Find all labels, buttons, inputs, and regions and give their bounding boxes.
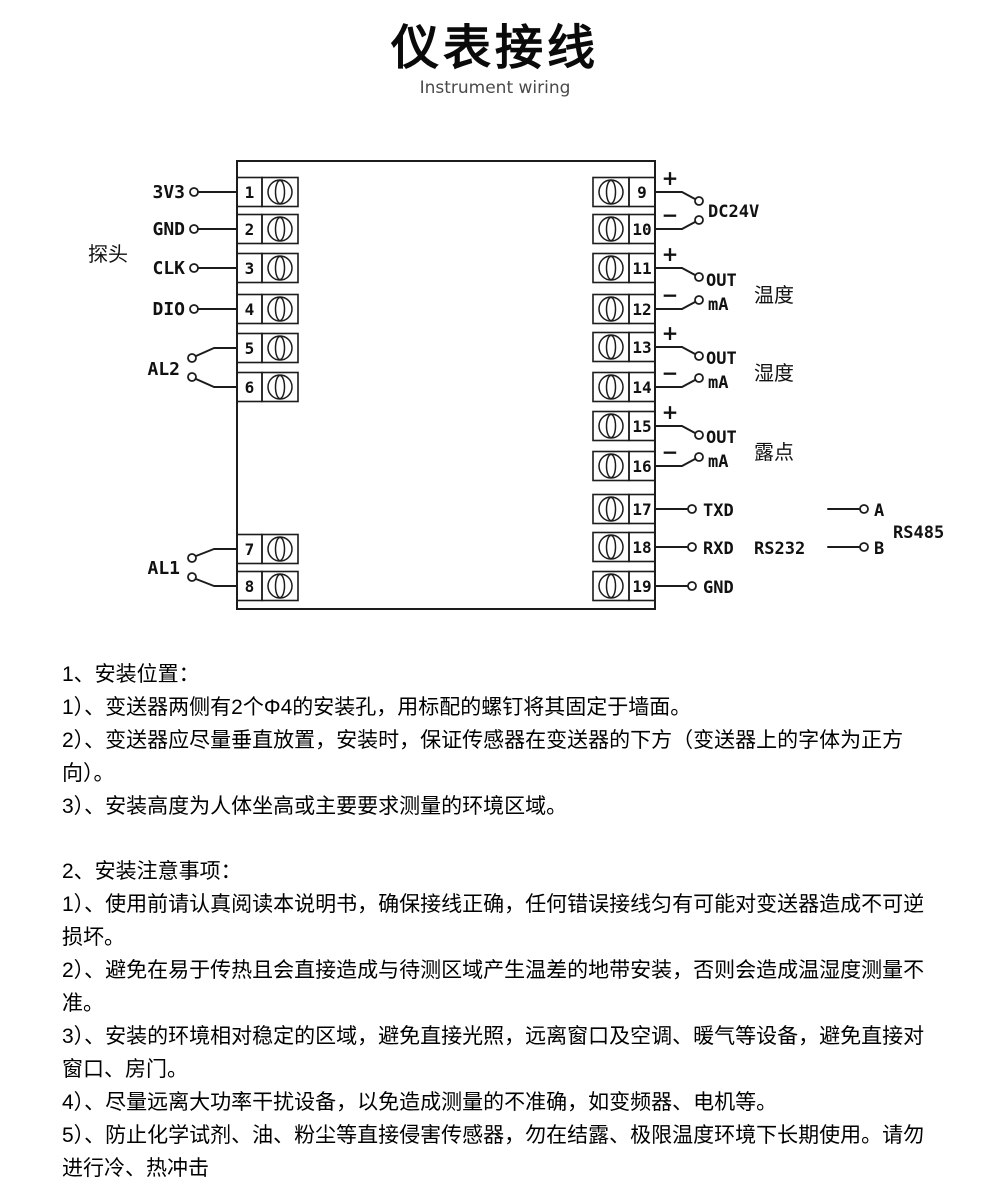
instruction-item: 2）、避免在易于传热且会直接造成与待测区域产生温差的地带安装，否则会造成温湿度测… (62, 958, 925, 1015)
instruction-item: 3）、安装高度为人体坐高或主要要求测量的环境区域。 (62, 794, 568, 818)
out-temperature-wires: + − OUT mA 温度 (654, 242, 794, 315)
terminal-18: 18 (592, 531, 656, 563)
pin-label-al1: AL1 (147, 558, 180, 579)
terminal-19: 19 (592, 570, 656, 602)
instruction-item: 1）、使用前请认真阅读本说明书，确保接线正确，任何错误接线匀有可能对变送器造成不… (62, 892, 925, 949)
terminal-number: 19 (632, 577, 651, 596)
terminal-16: 16 (592, 450, 656, 482)
terminal-number: 2 (245, 220, 255, 239)
instruction-item: 4）、尽量远离大功率干扰设备，以免造成测量的不准确，如变频器、电机等。 (62, 1090, 778, 1114)
polarity-minus: − (662, 203, 679, 227)
label-rs485: RS485 (893, 523, 944, 543)
polarity-plus: + (662, 166, 679, 190)
al2-wires: AL2 (147, 346, 238, 388)
out-humidity-wires: + − OUT mA 湿度 (654, 321, 794, 393)
terminal-number: 4 (245, 300, 255, 319)
label-temperature: 温度 (754, 283, 794, 307)
terminal-1: 1 (236, 176, 299, 208)
label-b: B (874, 539, 884, 559)
section-1-heading: 1、安装位置： (62, 662, 200, 686)
label-out: OUT (706, 349, 737, 369)
installation-instructions: 1、安装位置： 1）、变送器两侧有2个Φ4的安装孔，用标配的螺钉将其固定于墙面。… (62, 658, 934, 1185)
label-a: A (874, 501, 884, 521)
terminal-number: 5 (245, 339, 255, 358)
terminal-number: 11 (632, 259, 651, 278)
label-txd: TXD (703, 501, 734, 521)
rs232-wires: TXD RXD RS232 GND (654, 501, 805, 598)
label-dc24v: DC24V (708, 202, 759, 222)
polarity-plus: + (662, 400, 679, 424)
rs485-wires: A B RS485 (827, 501, 944, 559)
label-ma: mA (708, 295, 728, 315)
terminal-block-right: 9 10 11 12 13 (592, 176, 656, 602)
label-gnd: GND (703, 578, 734, 598)
terminal-13: 13 (592, 331, 656, 363)
polarity-plus: + (662, 242, 679, 266)
terminal-number: 15 (632, 417, 651, 436)
instruction-item: 1）、变送器两侧有2个Φ4的安装孔，用标配的螺钉将其固定于墙面。 (62, 695, 692, 719)
terminal-number: 9 (637, 183, 647, 202)
label-rxd: RXD (703, 539, 734, 559)
terminal-number: 8 (245, 577, 255, 596)
instruction-item: 2）、变送器应尽量垂直放置，安装时，保证传感器在变送器的下方（变送器上的字体为正… (62, 728, 904, 785)
section-2-heading: 2、安装注意事项： (62, 859, 242, 883)
label-dew-point: 露点 (754, 440, 794, 464)
terminal-2: 2 (236, 213, 299, 245)
pin-label-clk: CLK (152, 258, 185, 279)
terminal-number: 13 (632, 338, 651, 357)
label-ma: mA (708, 373, 728, 393)
pin-label-al2: AL2 (147, 359, 180, 380)
terminal-7: 7 (236, 533, 299, 565)
terminal-5: 5 (236, 332, 299, 364)
terminal-10: 10 (592, 213, 656, 245)
terminal-number: 12 (632, 300, 651, 319)
label-out: OUT (706, 428, 737, 448)
pin-label-3v3: 3V3 (152, 182, 185, 203)
probe-label: 探头 (88, 242, 128, 266)
terminal-number: 7 (245, 540, 255, 559)
terminal-number: 1 (245, 183, 255, 202)
probe-wires: 探头 3V3 GND CLK DIO (88, 182, 238, 320)
label-humidity: 湿度 (754, 361, 794, 385)
terminal-6: 6 (236, 371, 299, 403)
terminal-8: 8 (236, 570, 299, 602)
terminal-9: 9 (592, 176, 656, 208)
terminal-4: 4 (236, 293, 299, 325)
polarity-minus: − (662, 283, 679, 307)
terminal-14: 14 (592, 371, 656, 403)
polarity-minus: − (662, 361, 679, 385)
polarity-plus: + (662, 321, 679, 345)
dc24v-wires: + − DC24V (654, 166, 759, 230)
terminal-number: 17 (632, 500, 651, 519)
label-out: OUT (706, 271, 737, 291)
instruction-item: 3）、安装的环境相对稳定的区域，避免直接光照，远离窗口及空调、暖气等设备，避免直… (62, 1024, 925, 1081)
terminal-15: 15 (592, 410, 656, 442)
terminal-number: 18 (632, 538, 651, 557)
terminal-12: 12 (592, 293, 656, 325)
instruction-item: 5）、防止化学试剂、油、粉尘等直接侵害传感器，勿在结露、极限温度环境下长期使用。… (62, 1123, 925, 1180)
label-rs232: RS232 (754, 539, 805, 559)
terminal-17: 17 (592, 493, 656, 525)
page-title: 仪表接线 (390, 20, 599, 76)
wiring-diagram: 1 2 3 4 5 (88, 159, 944, 610)
page-header: 仪表接线 Instrument wiring (0, 0, 990, 98)
page-subtitle: Instrument wiring (419, 77, 571, 98)
terminal-block-left: 1 2 3 4 5 (236, 176, 299, 602)
terminal-number: 6 (245, 378, 255, 397)
pin-label-dio: DIO (152, 299, 185, 320)
label-ma: mA (708, 452, 728, 472)
al1-wires: AL1 (147, 547, 238, 587)
out-dewpoint-wires: + − OUT mA 露点 (654, 400, 794, 472)
terminal-number: 3 (245, 259, 255, 278)
terminal-11: 11 (592, 252, 656, 284)
terminal-number: 14 (632, 378, 651, 397)
polarity-minus: − (662, 440, 679, 464)
terminal-number: 10 (632, 220, 651, 239)
pin-label-gnd: GND (152, 219, 185, 240)
terminal-3: 3 (236, 252, 299, 284)
terminal-number: 16 (632, 457, 651, 476)
